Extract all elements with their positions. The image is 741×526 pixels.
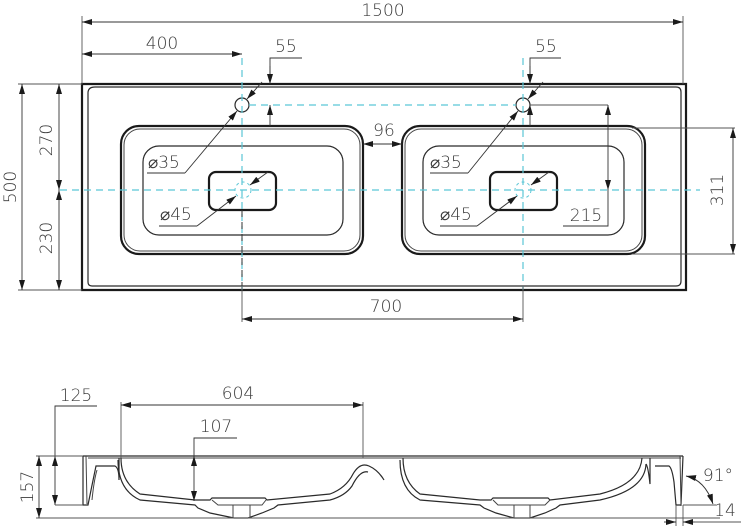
basin-span-label: 311 <box>708 174 728 206</box>
basin-depth-label: 107 <box>200 417 232 437</box>
dimension-tap-offset: 400 <box>82 34 242 57</box>
left-tap-hole-callout: ⌀35 <box>147 81 263 174</box>
dimension-front-apron: 125 <box>52 386 97 506</box>
back-to-center-label: 270 <box>37 124 57 156</box>
dimension-tap-setback-left: 55 <box>267 37 302 126</box>
dimension-basin-centers: 700 <box>241 286 524 322</box>
dimension-basin-width: 604 <box>120 384 364 458</box>
dimension-tap-setback-right: 55 <box>527 37 561 126</box>
basin-gap-label: 96 <box>373 121 395 141</box>
section-left-edge <box>82 455 120 506</box>
right-drain-diameter-label: ⌀45 <box>440 205 472 225</box>
overall-depth-label: 500 <box>1 171 21 203</box>
edge-angle-label: 91° <box>703 466 733 486</box>
left-edge-profile-outer <box>82 456 120 506</box>
right-drain-section <box>492 499 551 518</box>
tap-setback-left-label: 55 <box>275 37 297 57</box>
left-drain-section <box>211 499 267 518</box>
total-height-label: 157 <box>18 471 38 503</box>
left-drain-callout: ⌀45 <box>159 171 269 227</box>
dimension-center-to-front: 230 <box>37 190 62 290</box>
dimension-basin-gap: 96 <box>363 121 402 147</box>
dimension-basin-span: 311 <box>632 127 736 255</box>
edge-thickness-label: 14 <box>714 501 736 521</box>
dimension-overall-length: 1500 <box>81 1 684 84</box>
basin-centers-label: 700 <box>370 297 402 317</box>
tap-to-drain-label: 215 <box>570 206 602 226</box>
center-to-front-label: 230 <box>37 222 57 254</box>
section-left-basin <box>117 457 385 519</box>
center-lines <box>60 58 700 290</box>
tap-offset-label: 400 <box>146 34 178 54</box>
section-view: 125 604 107 157 91° <box>18 384 741 526</box>
basin-width-label: 604 <box>222 384 254 404</box>
left-basin-profile-inner <box>120 457 385 501</box>
left-tap-hole-diameter-label: ⌀35 <box>148 153 180 173</box>
dimension-edge-thickness: 14 <box>664 501 741 526</box>
dimension-edge-angle: 91° <box>683 466 733 506</box>
tap-setback-right-label: 55 <box>535 37 557 57</box>
dimension-basin-depth: 107 <box>191 417 237 501</box>
left-drain-diameter-label: ⌀45 <box>160 205 192 225</box>
dimension-total-height: 157 <box>18 455 720 519</box>
overall-length-label: 1500 <box>361 1 404 21</box>
section-right-basin <box>399 457 647 519</box>
dimension-overall-depth: 500 <box>1 83 82 291</box>
top-view: 1500 400 55 55 500 <box>1 1 736 322</box>
section-right-edge <box>645 455 684 507</box>
right-basin-profile-outer <box>399 459 647 519</box>
countertop-inner-edge <box>87 86 682 287</box>
right-tap-hole-callout: ⌀35 <box>430 81 544 174</box>
right-drain-callout: ⌀45 <box>440 171 550 227</box>
left-basin-profile-outer <box>117 459 369 519</box>
right-edge-profile-inner <box>679 455 682 507</box>
dimension-tap-to-drain: 215 <box>530 104 611 227</box>
right-basin-profile-inner <box>402 457 643 501</box>
front-apron-label: 125 <box>60 386 92 406</box>
left-edge-profile-inner <box>85 455 98 505</box>
right-tap-hole-diameter-label: ⌀35 <box>430 153 462 173</box>
dimension-back-to-center: 270 <box>37 84 62 190</box>
right-edge-profile <box>645 455 684 506</box>
countertop-outline <box>80 82 688 292</box>
countertop-outer-edge <box>80 82 688 292</box>
